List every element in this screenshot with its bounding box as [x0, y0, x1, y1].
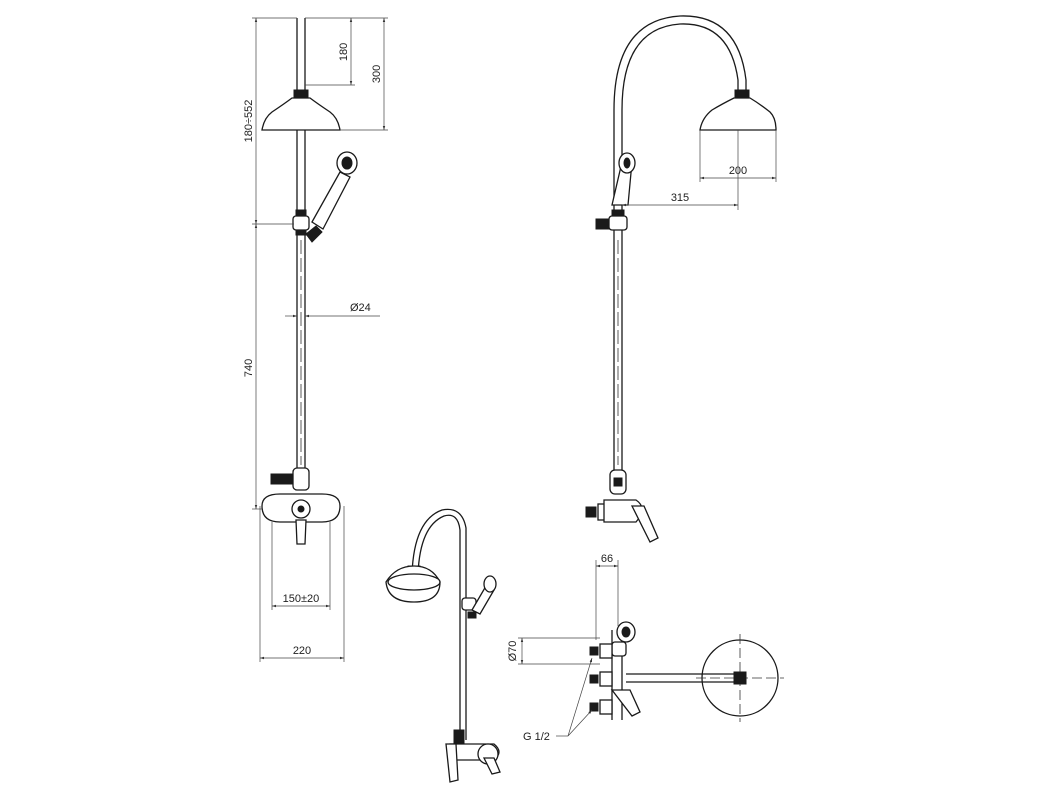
- top-head-connector: [733, 671, 747, 685]
- side-view: 200 315: [585, 15, 777, 543]
- g12-leader-1: [567, 657, 593, 737]
- dim-label-70: Ø70: [507, 641, 519, 662]
- dim-label-180-552: 180÷552: [243, 100, 255, 143]
- persp-hand-shower: [461, 575, 497, 619]
- persp-arm-inner: [417, 514, 461, 740]
- g12-leader-2: [567, 709, 593, 737]
- dim-label-300: 300: [371, 65, 383, 83]
- top-hand-shower: [611, 621, 636, 657]
- dim-label-150: 150±20: [283, 593, 320, 605]
- dim-label-220: 220: [293, 645, 311, 657]
- front-hand-shower: [305, 151, 358, 243]
- persp-shower-head: [385, 565, 441, 603]
- dim-label-315: 315: [671, 192, 689, 204]
- top-slider-and-mixers: [589, 643, 641, 717]
- top-view: 66 Ø70 G 1/2: [507, 553, 784, 743]
- side-slider: [595, 209, 628, 231]
- side-arm-outer: [613, 15, 747, 218]
- perspective-view: [385, 508, 501, 783]
- dim-label-740: 740: [243, 359, 255, 377]
- dim-label-66: 66: [601, 553, 613, 565]
- dim-label-180: 180: [338, 43, 350, 61]
- front-shower-head: [261, 89, 341, 131]
- persp-mixer: [445, 729, 501, 783]
- side-hand-shower: [611, 152, 636, 206]
- side-shower-head: [699, 89, 777, 131]
- front-mixer: [261, 467, 341, 545]
- dim-label-24: Ø24: [350, 302, 371, 314]
- front-view: 180 300 180÷552 740 Ø24 150±20 220: [243, 17, 388, 662]
- side-mixer: [585, 469, 659, 543]
- g12-label: G 1/2: [523, 731, 550, 743]
- front-slider-holder: [292, 209, 310, 236]
- persp-arm-outer: [411, 508, 467, 740]
- side-arm-inner: [621, 23, 739, 218]
